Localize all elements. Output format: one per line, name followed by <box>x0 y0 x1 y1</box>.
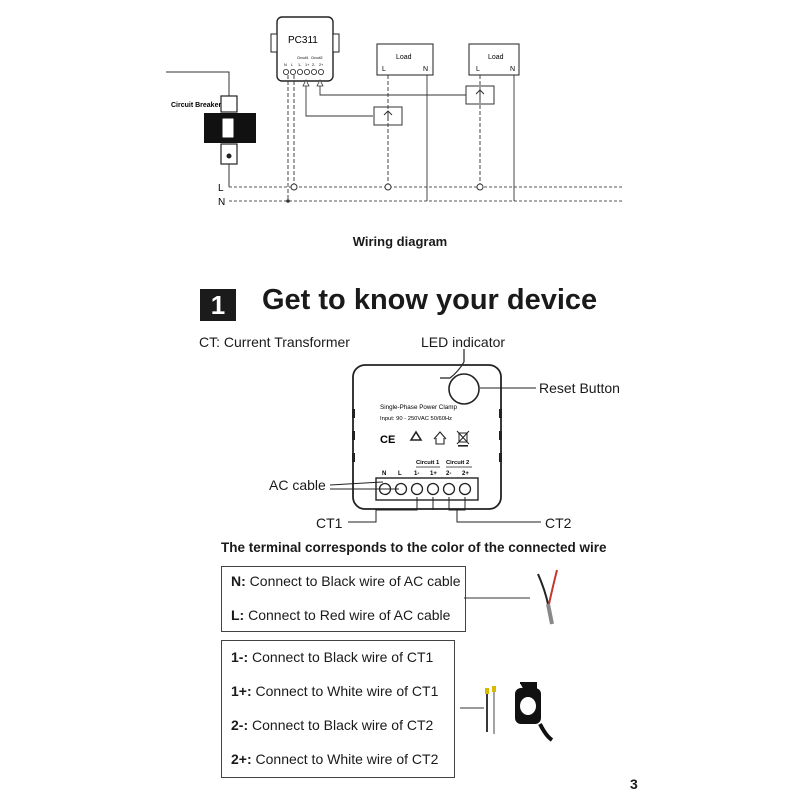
input-spec: Input: 90 - 250VAC 50/60Hz <box>380 416 452 422</box>
terminal-l-label: L <box>398 471 402 477</box>
section-number: 1 <box>200 289 236 321</box>
load-1-l: L <box>382 66 386 73</box>
ct2-label: CT2 <box>545 515 572 531</box>
pc-terminal-1plus: 1+ <box>305 63 310 67</box>
section-title: Get to know your device <box>262 284 598 316</box>
supply-wire <box>166 71 230 96</box>
ac-row-n: N: Connect to Black wire of AC cable <box>231 573 461 589</box>
product-name: Single-Phase Power Clamp <box>380 404 457 411</box>
ct-row-2plus-key: 2+: <box>231 751 252 767</box>
wiring-diagram-caption: Wiring diagram <box>352 234 448 249</box>
device-illustration: Single-Phase Power Clamp Input: 90 - 250… <box>329 349 541 523</box>
load-1 <box>376 43 434 76</box>
n-line-label: N <box>218 197 225 208</box>
ct-row-1plus: 1+: Connect to White wire of CT1 <box>231 683 438 699</box>
current-clamp-icon <box>515 682 554 742</box>
ac-terminal-table: N: Connect to Black wire of AC cable L: … <box>221 566 466 632</box>
terminal-1plus-label: 1+ <box>430 471 437 477</box>
ct1-label: CT1 <box>316 515 343 531</box>
ac-row-l: L: Connect to Red wire of AC cable <box>231 607 450 623</box>
circuit1-label: Circuit 1 <box>416 460 440 466</box>
reset-button-label: Reset Button <box>539 380 620 396</box>
circuit2-label: Circuit 2 <box>446 460 469 466</box>
load-1-n: N <box>423 66 428 73</box>
load-2-n: N <box>510 66 515 73</box>
ce-mark: CE <box>380 434 395 446</box>
ct-terminal-table: 1-: Connect to Black wire of CT1 1+: Con… <box>221 640 455 778</box>
page-number: 3 <box>630 776 638 792</box>
ct-row-1minus-text: Connect to Black wire of CT1 <box>248 649 434 665</box>
load-1-label: Load <box>396 54 412 61</box>
ct-row-1minus: 1-: Connect to Black wire of CT1 <box>231 649 433 665</box>
led-indicator-label: LED indicator <box>421 334 506 350</box>
reset-button <box>448 373 480 405</box>
ct-row-2plus-text: Connect to White wire of CT2 <box>251 751 439 767</box>
wiring-diagram: Circuit Breaker L N PC311 N L 1- 1+ 2- 2… <box>166 16 622 208</box>
ct-row-2minus-key: 2-: <box>231 717 249 733</box>
load-2-label: Load <box>488 54 504 61</box>
ac-cable-wire-icon <box>537 569 558 625</box>
terminal-2plus <box>458 482 472 496</box>
load-2-l: L <box>476 66 480 73</box>
l-line-label: L <box>218 183 224 194</box>
weee-bin-icon <box>456 430 470 447</box>
ac-row-n-key: N: <box>231 573 246 589</box>
ct-row-1plus-text: Connect to White wire of CT1 <box>251 683 439 699</box>
terminal-1plus <box>426 482 440 496</box>
pc-terminal-n: N <box>284 63 287 67</box>
ct-row-1plus-key: 1+: <box>231 683 252 699</box>
pc-circuit1-label: Circuit1 <box>297 56 309 60</box>
ct-row-2plus: 2+: Connect to White wire of CT2 <box>231 751 438 767</box>
pc-circuit2-label: Circuit2 <box>311 56 323 60</box>
load-2 <box>468 43 520 76</box>
ct-note: CT: Current Transformer <box>199 334 350 350</box>
pc-terminal-2minus: 2- <box>312 63 316 67</box>
terminal-1minus-label: 1- <box>414 471 419 477</box>
pc311-device <box>270 16 340 82</box>
terminal-heading: The terminal corresponds to the color of… <box>221 540 607 555</box>
circuit-breaker <box>204 95 256 165</box>
ct-row-2minus-text: Connect to Black wire of CT2 <box>248 717 434 733</box>
terminal-2plus-label: 2+ <box>462 471 469 477</box>
ac-row-n-text: Connect to Black wire of AC cable <box>245 573 461 589</box>
recycle-icon <box>409 430 423 441</box>
terminal-2minus <box>442 482 456 496</box>
device-model-label: PC311 <box>288 35 318 46</box>
terminal-n-label: N <box>382 471 386 477</box>
led-pointer <box>440 349 465 379</box>
ac-row-l-text: Connect to Red wire of AC cable <box>244 607 451 623</box>
terminal-2minus-label: 2- <box>446 471 451 477</box>
pc-terminal-2plus: 2+ <box>319 63 324 67</box>
ct-row-1minus-key: 1-: <box>231 649 249 665</box>
ct-wire-icon <box>485 686 496 734</box>
ac-cable-label: AC cable <box>269 477 326 493</box>
pc-terminal-l: L <box>291 63 293 67</box>
terminal-1minus <box>410 482 424 496</box>
indoor-use-icon <box>433 431 447 445</box>
pc-terminal-1minus: 1- <box>298 63 302 67</box>
wire-illustrations <box>460 569 558 742</box>
ct-row-2minus: 2-: Connect to Black wire of CT2 <box>231 717 433 733</box>
circuit-breaker-label: Circuit Breaker <box>171 102 221 109</box>
ac-row-l-key: L: <box>231 607 245 623</box>
